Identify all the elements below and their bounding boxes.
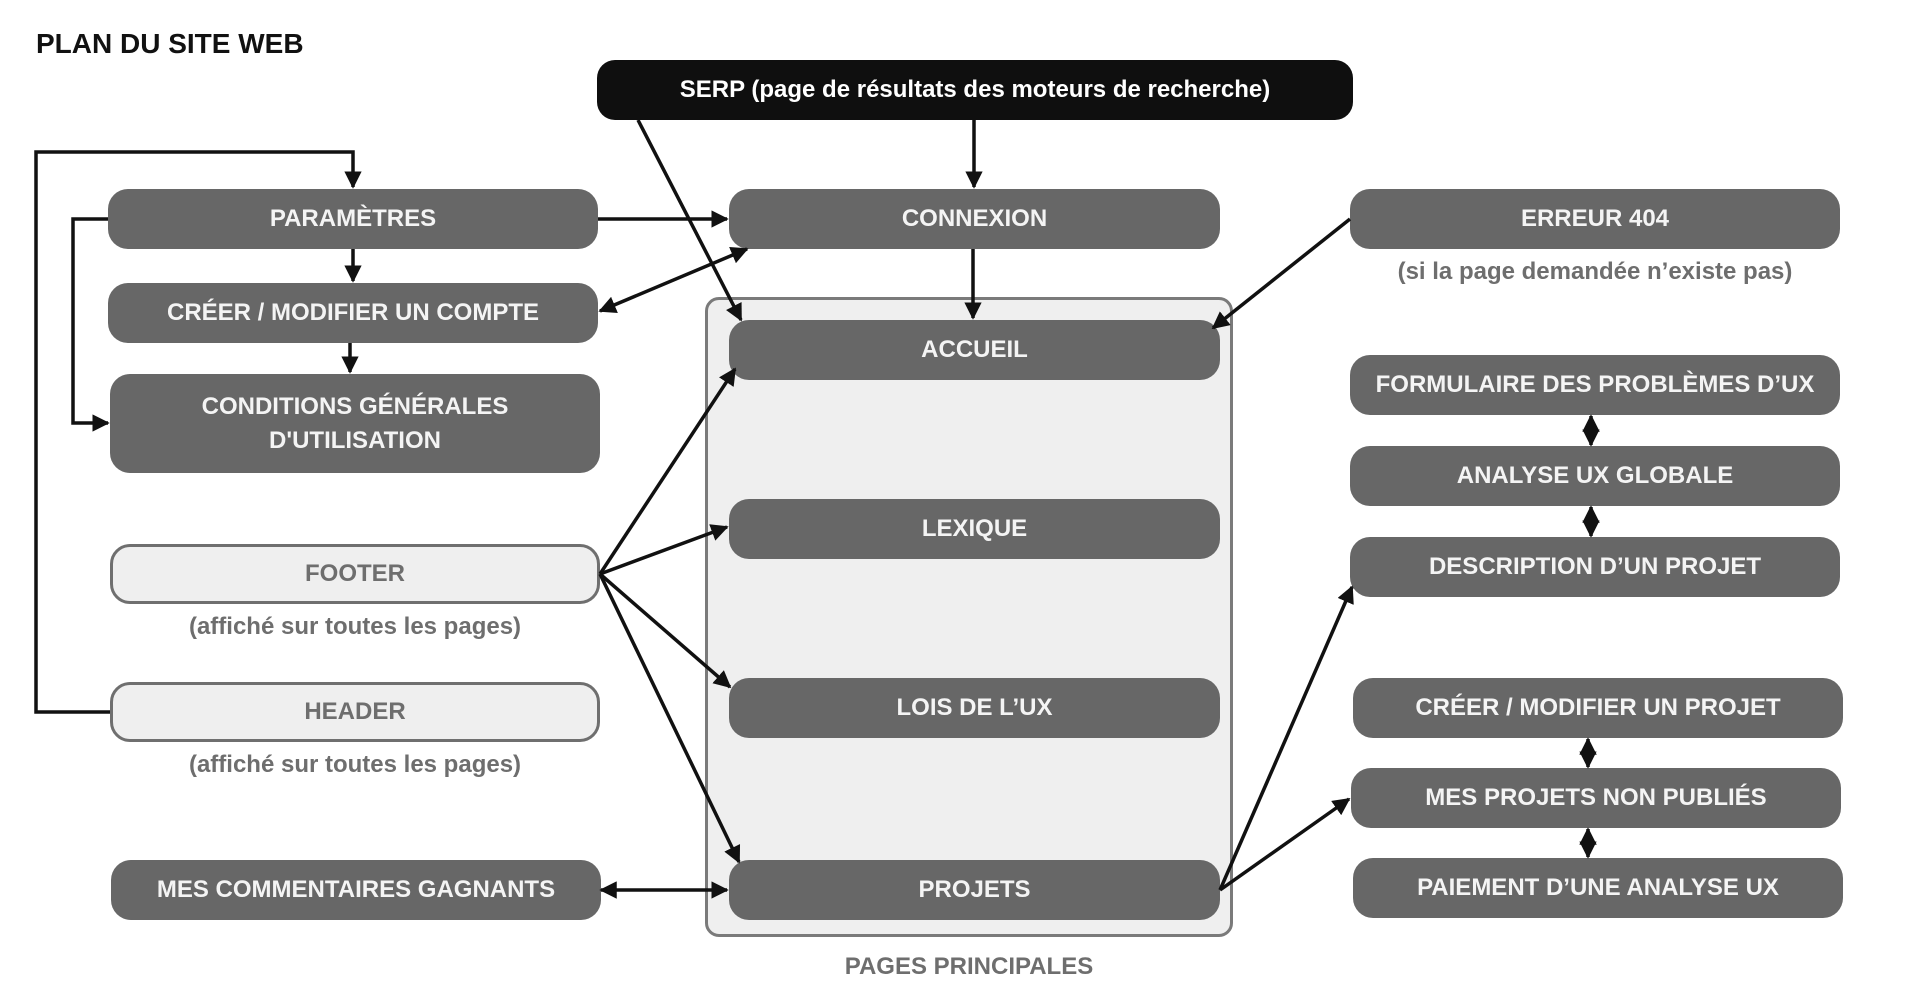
parametres-node[interactable]: PARAMÈTRES [108,189,598,249]
edge-parametres-conditions [71,217,110,432]
header-caption: (affiché sur toutes les pages) [188,751,522,778]
footer-node[interactable]: FOOTER [110,544,600,604]
page-title: PLAN DU SITE WEB [36,28,304,59]
lexique-node[interactable]: LEXIQUE [729,499,1220,559]
edge-erreur-accueil [1211,217,1352,330]
projets-node[interactable]: PROJETS [729,860,1220,920]
description-projet-node[interactable]: DESCRIPTION D’UN PROJET [1350,537,1840,597]
serp-node[interactable]: SERP (page de résultats des moteurs de r… [597,60,1353,120]
commentaires-node[interactable]: MES COMMENTAIRES GAGNANTS [111,860,601,920]
conditions-node[interactable]: CONDITIONS GÉNÉRALES D'UTILISATION [110,374,600,473]
edge-serp-accueil [636,119,743,322]
header-node[interactable]: HEADER [110,682,600,742]
lois-node[interactable]: LOIS DE L’UX [729,678,1220,738]
formulaire-node[interactable]: FORMULAIRE DES PROBLÈMES D’UX [1350,355,1840,415]
erreur-404-node[interactable]: ERREUR 404 [1350,189,1840,249]
connexion-node[interactable]: CONNEXION [729,189,1220,249]
creer-compte-node[interactable]: CRÉER / MODIFIER UN COMPTE [108,283,598,343]
footer-caption: (affiché sur toutes les pages) [188,613,522,640]
main-pages-group [705,297,1233,937]
accueil-node[interactable]: ACCUEIL [729,320,1220,380]
edge-projets-description [1218,585,1354,891]
creer-projet-node[interactable]: CRÉER / MODIFIER UN PROJET [1353,678,1843,738]
analyse-globale-node[interactable]: ANALYSE UX GLOBALE [1350,446,1840,506]
main-pages-group-label: PAGES PRINCIPALES [844,953,1094,980]
non-publies-node[interactable]: MES PROJETS NON PUBLIÉS [1351,768,1841,828]
erreur-404-caption: (si la page demandée n’existe pas) [1397,258,1793,285]
edge-projets-nonpublies [1218,797,1351,892]
paiement-node[interactable]: PAIEMENT D’UNE ANALYSE UX [1353,858,1843,918]
